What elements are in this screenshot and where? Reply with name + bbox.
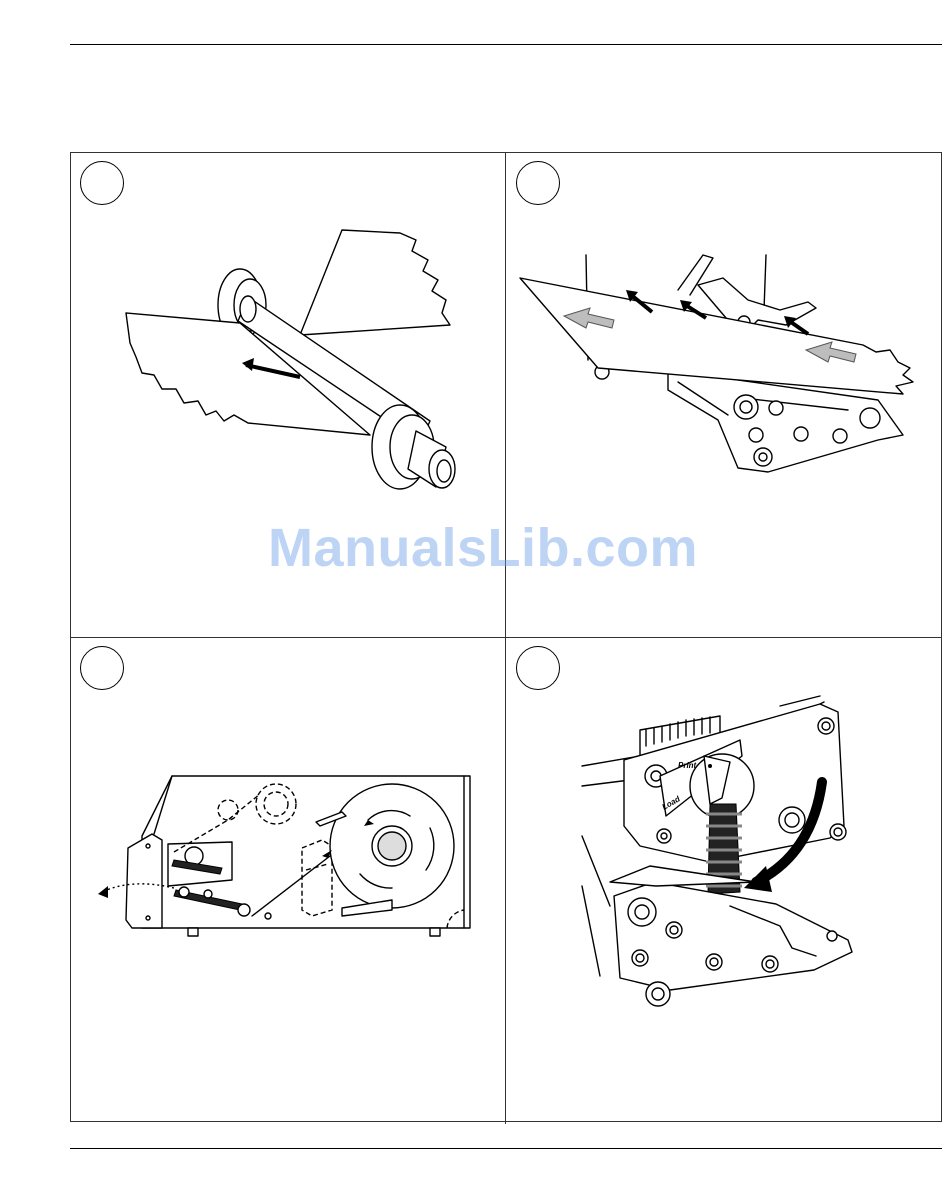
step-circle-1 <box>80 161 124 205</box>
step-circle-3 <box>80 646 124 690</box>
print-label: Print <box>678 761 697 770</box>
step-circle-2 <box>516 161 560 205</box>
printhead-lever-illustration: Print Load <box>580 686 870 1016</box>
header-rule <box>70 44 942 45</box>
grid-vertical-divider <box>505 152 506 1124</box>
footer-rule <box>70 1148 942 1149</box>
label-feed-illustration <box>518 250 918 480</box>
step-circle-4 <box>516 646 560 690</box>
watermark: ManualsLib.com <box>268 517 698 579</box>
grid-horizontal-divider <box>70 637 942 638</box>
media-path-illustration <box>92 770 482 940</box>
roll-on-spindle-illustration <box>120 225 470 505</box>
